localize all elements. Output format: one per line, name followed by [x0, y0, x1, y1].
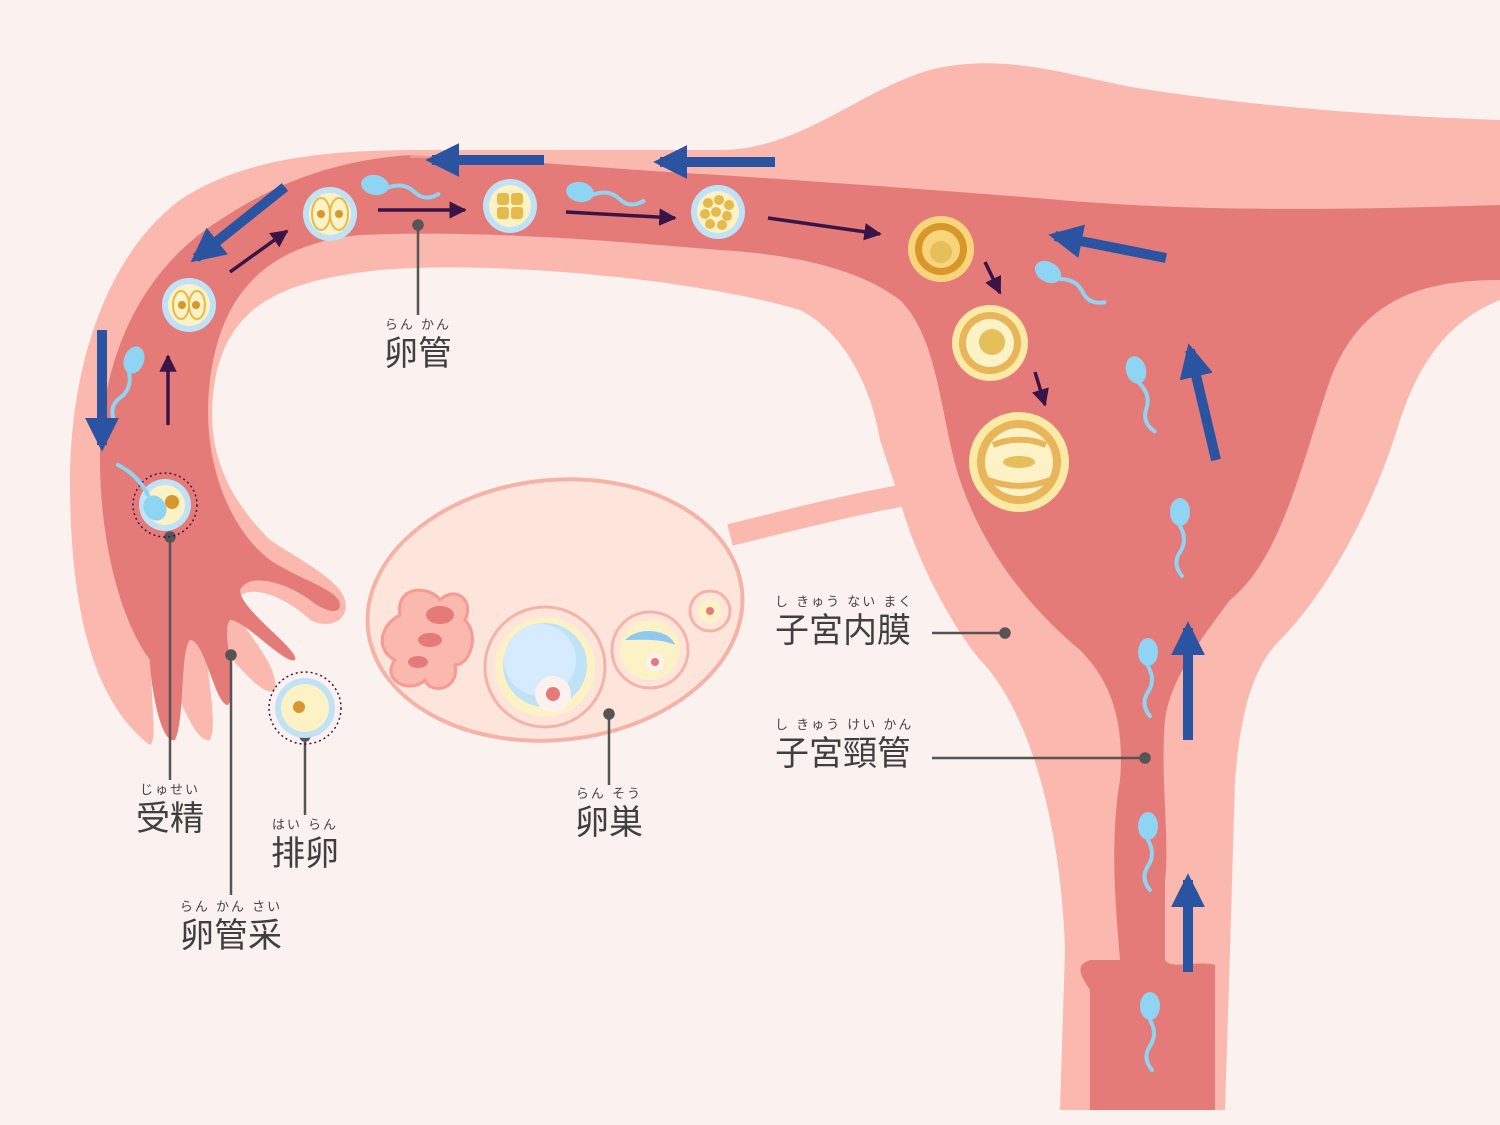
blastocyst-2 [952, 305, 1028, 381]
ovarian-ligament [727, 484, 907, 546]
corpus-luteum [380, 588, 474, 690]
label-endometrium: し きゅう ない まく 子宮内膜 [775, 595, 935, 651]
four-cell-embryo [483, 179, 537, 233]
label-fimbriae: らん かん さい 卵管采 [156, 900, 306, 956]
label-fertilization-text: 受精 [136, 799, 204, 839]
morula [691, 185, 745, 239]
two-cell-embryo-1 [162, 278, 216, 332]
uterus-inner-cavity [100, 155, 1500, 1110]
blastocyst-1 [908, 216, 974, 282]
label-oviduct: らん かん 卵管 [363, 318, 473, 374]
label-ovulation-ruby: はい らん [271, 818, 339, 833]
primary-follicle [688, 589, 732, 633]
developing-follicle [610, 610, 690, 690]
label-oviduct-ruby: らん かん [384, 318, 452, 333]
label-endometrium-ruby: し きゅう ない まく [775, 595, 914, 610]
mature-follicle [483, 605, 607, 729]
label-fertilization-ruby: じゅせい [139, 783, 200, 798]
ovulated-egg [268, 671, 342, 745]
fertilized-egg [116, 463, 198, 538]
sperm-flow-arrows [84, 142, 1221, 972]
implanting-blastocyst [969, 412, 1069, 512]
label-ovary-ruby: らん そう [575, 787, 643, 802]
two-cell-embryo-2 [303, 187, 357, 241]
embryo-path-arrows [159, 201, 1049, 425]
label-fimbriae-text: 卵管采 [180, 916, 282, 956]
label-endometrium-text: 子宮内膜 [775, 611, 911, 651]
label-cervical-canal-ruby: し きゅう けい かん [775, 718, 914, 733]
label-ovary: らん そう 卵巣 [554, 787, 664, 843]
label-fimbriae-ruby: らん かん さい [179, 900, 283, 915]
label-fertilization: じゅせい 受精 [115, 783, 225, 839]
label-cervical-canal: し きゅう けい かん 子宮頸管 [775, 718, 935, 774]
label-ovary-text: 卵巣 [575, 803, 643, 843]
label-cervical-canal-text: 子宮頸管 [775, 734, 911, 774]
label-oviduct-text: 卵管 [384, 334, 452, 374]
label-ovulation-text: 排卵 [271, 834, 339, 874]
label-ovulation: はい らん 排卵 [250, 818, 360, 874]
